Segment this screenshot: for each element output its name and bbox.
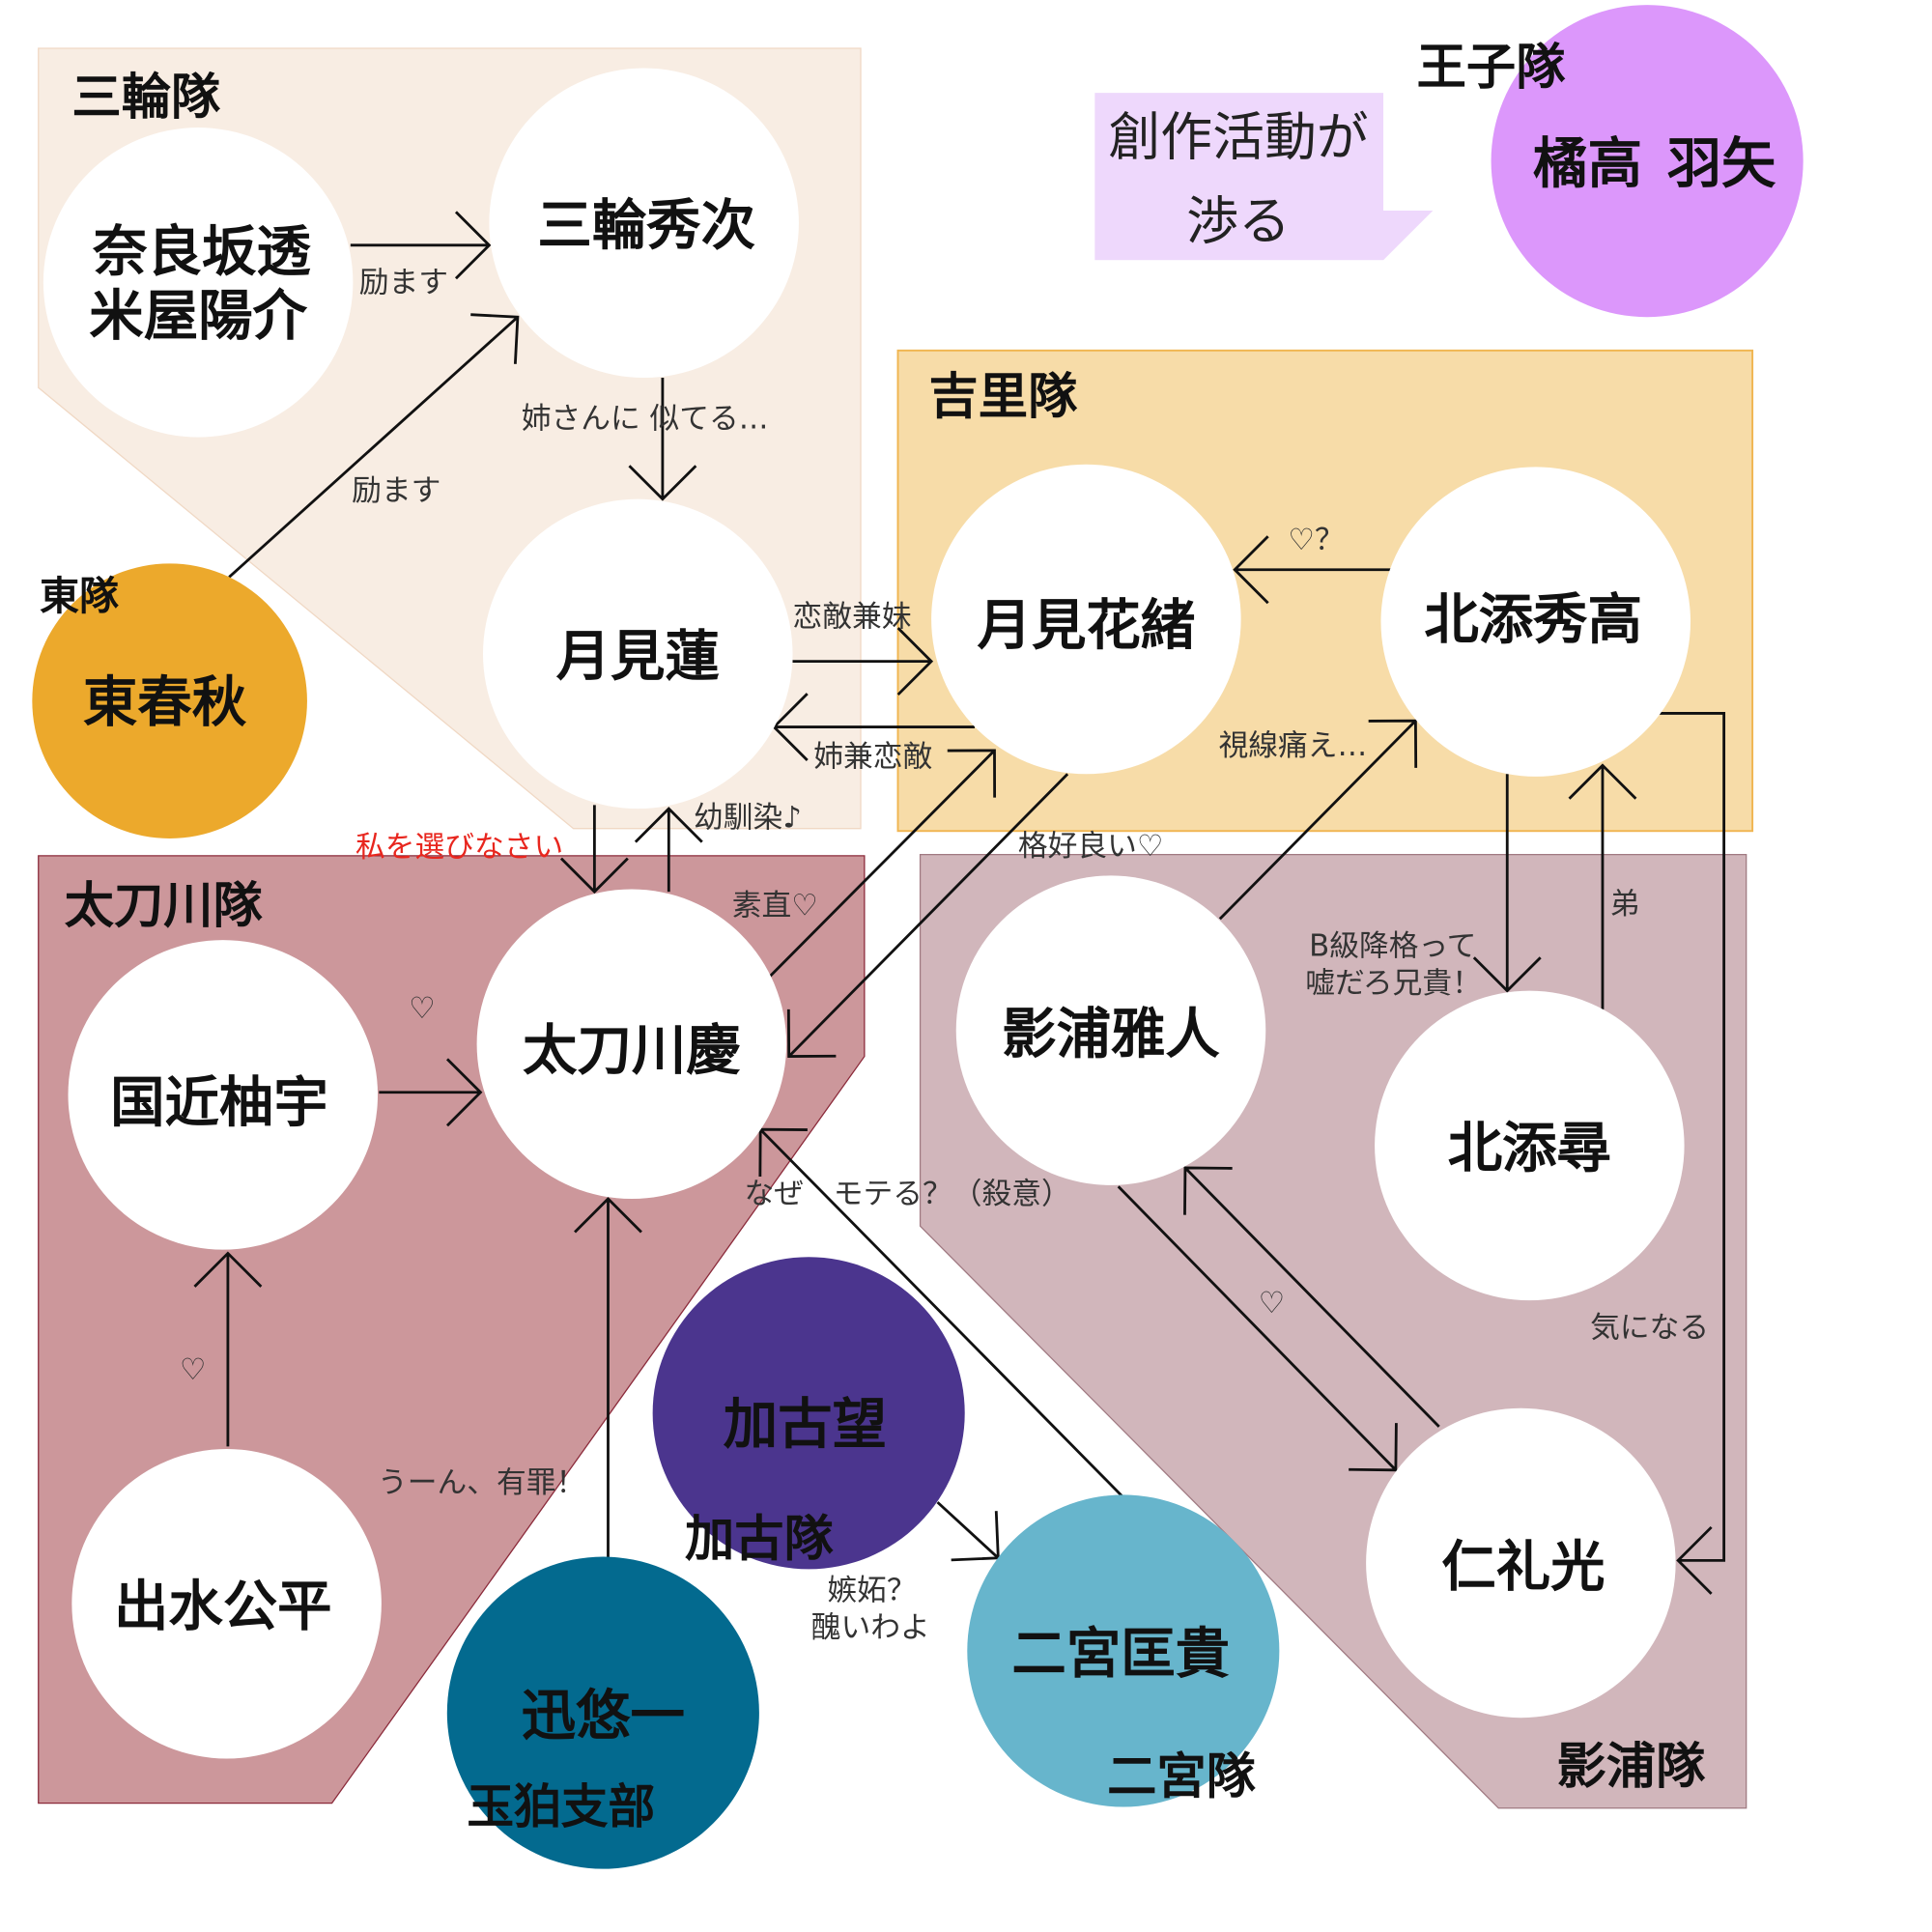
- arrow-azuma-miwa: [228, 313, 520, 579]
- label-kageura-nire: ♡: [1259, 1286, 1286, 1321]
- arrows-layer: [193, 211, 1726, 1595]
- node-ninomiya[interactable]: [967, 1494, 1280, 1807]
- node-tsukimi-hanao[interactable]: [931, 464, 1241, 775]
- label-jin-tachikawa: うーん、有罪！: [378, 1465, 585, 1500]
- name-kako: 加古望: [724, 1394, 887, 1457]
- label-kageura-hidetaka: 視線痛え…: [1219, 728, 1368, 763]
- team-label-miwa: 三輪隊: [71, 69, 221, 127]
- label-ninomiya-tachikawa: なぜ モテる？（殺意）: [745, 1177, 1071, 1211]
- label-hidetaka-nire: 気になる: [1590, 1311, 1709, 1346]
- team-label-azuma: 東隊: [40, 573, 119, 619]
- arrow-izumi-kunichika: [193, 1251, 263, 1447]
- name-kitazoe-hidetaka: 北添秀高: [1424, 588, 1642, 651]
- arrow-kako-ninomiya: [936, 1501, 1000, 1562]
- label-izumi-kunichika: ♡: [180, 1352, 207, 1387]
- callout-text-line1: 創作活動が: [1108, 106, 1368, 167]
- callout-tail: [1375, 210, 1434, 261]
- node-azuma[interactable]: [32, 563, 307, 838]
- label-miwa-ren: 姉さんに 似てる…: [522, 402, 769, 437]
- node-narasaka-yoneya[interactable]: [43, 128, 354, 438]
- callout-box: [1094, 93, 1384, 261]
- label-kunichika-tachikawa: ♡: [409, 991, 436, 1026]
- label-narasaka-miwa: 励ます: [359, 266, 448, 300]
- arrow-ren-tachikawa: [559, 805, 629, 895]
- label-kako-ninomiya-2: 醜いわよ: [811, 1610, 930, 1645]
- arrow-narasaka-miwa: [350, 211, 492, 280]
- arrow-ren-hanao: [792, 627, 934, 696]
- team-label-tachikawa: 太刀川隊: [65, 877, 264, 935]
- label-kako-ninomiya-1: 嫉妬？: [827, 1573, 916, 1607]
- node-kunichika[interactable]: [68, 940, 379, 1250]
- arrow-tachikawa-ren: [634, 807, 703, 893]
- node-kitazoe-hiro[interactable]: [1375, 990, 1685, 1301]
- node-ouji-team[interactable]: [1491, 5, 1804, 318]
- node-izumi[interactable]: [71, 1449, 382, 1759]
- name-nire: 仁礼光: [1441, 1536, 1605, 1599]
- team-label-ouji: 王子隊: [1417, 39, 1567, 97]
- label-hanao-ren: 姉兼恋敵: [813, 740, 932, 775]
- arrow-kunichika-tachikawa: [379, 1058, 483, 1127]
- name-kitaka: 橘高: [1533, 132, 1642, 195]
- node-jin[interactable]: [446, 1556, 759, 1869]
- arrow-hidetaka-hanao: [1233, 535, 1391, 605]
- name-narasaka: 奈良坂透: [92, 220, 311, 283]
- name-tsukimi-hanao: 月見花緒: [978, 595, 1196, 658]
- callout-text-line2: 渉る: [1186, 190, 1291, 251]
- label-ren-hanao: 恋敵兼妹: [793, 600, 912, 635]
- label-hidetaka-hanao: ♡？: [1288, 523, 1344, 557]
- arrow-nire-kageura: [1183, 1166, 1440, 1428]
- label-tachikawa-hanao: 素直♡: [732, 888, 818, 923]
- arrow-hiro-hidetaka: [1568, 763, 1637, 1009]
- team-label-kako: 加古隊: [685, 1510, 835, 1568]
- name-miwa: 三輪秀次: [537, 195, 755, 258]
- name-izumi: 出水公平: [114, 1576, 332, 1638]
- name-kitazoe-hiro: 北添尋: [1448, 1118, 1611, 1180]
- node-kako[interactable]: [652, 1257, 965, 1570]
- arrow-hidetaka-hiro: [1472, 774, 1542, 993]
- node-kageura[interactable]: [955, 875, 1266, 1185]
- label-hiro-hidetaka: 弟: [1610, 887, 1640, 922]
- name-ninomiya: 二宮匡貴: [1011, 1623, 1230, 1686]
- name-yoneya: 米屋陽介: [89, 285, 307, 348]
- team-label-kageura: 影浦隊: [1557, 1738, 1707, 1796]
- node-kitazoe-hidetaka[interactable]: [1380, 467, 1690, 777]
- team-label-kitora: 吉里隊: [929, 368, 1079, 426]
- name-tsukimi-ren: 月見蓮: [556, 626, 720, 689]
- label-tachikawa-ren: 幼馴染♪: [694, 800, 802, 835]
- arrow-kageura-hidetaka: [1218, 719, 1418, 921]
- arrow-jin-tachikawa: [574, 1197, 642, 1558]
- node-tsukimi-ren[interactable]: [483, 498, 793, 810]
- label-hidetaka-hiro-1: B級降格って: [1309, 929, 1476, 964]
- label-ren-tachikawa: 私を選びなさい: [355, 830, 563, 865]
- name-tachikawa: 太刀川慶: [523, 1019, 741, 1082]
- name-azuma: 東春秋: [83, 671, 247, 734]
- name-kageura: 影浦雅人: [1002, 1004, 1220, 1066]
- team-label-tamakoma: 玉狛支部: [467, 1780, 655, 1834]
- label-hanao-tachikawa: 格好良い♡: [1018, 829, 1164, 864]
- label-hidetaka-hiro-2: 嘘だろ兄貴！: [1305, 966, 1482, 1001]
- arrow-hidetaka-nire: [1659, 712, 1726, 1595]
- arrow-kageura-nire: [1117, 1185, 1398, 1472]
- arrow-hanao-tachikawa: [786, 773, 1069, 1059]
- node-nire[interactable]: [1366, 1407, 1676, 1719]
- name-kunichika: 国近柚宇: [110, 1071, 328, 1134]
- node-tachikawa[interactable]: [476, 889, 787, 1200]
- node-miwa[interactable]: [489, 68, 799, 379]
- name-jin: 迅悠一: [522, 1685, 685, 1747]
- label-azuma-miwa: 励ます: [352, 473, 440, 508]
- arrow-tachikawa-hanao: [766, 749, 997, 980]
- name-hane: 羽矢: [1667, 132, 1776, 195]
- arrow-miwa-ren: [628, 378, 697, 501]
- team-label-ninomiya: 二宮隊: [1107, 1747, 1257, 1805]
